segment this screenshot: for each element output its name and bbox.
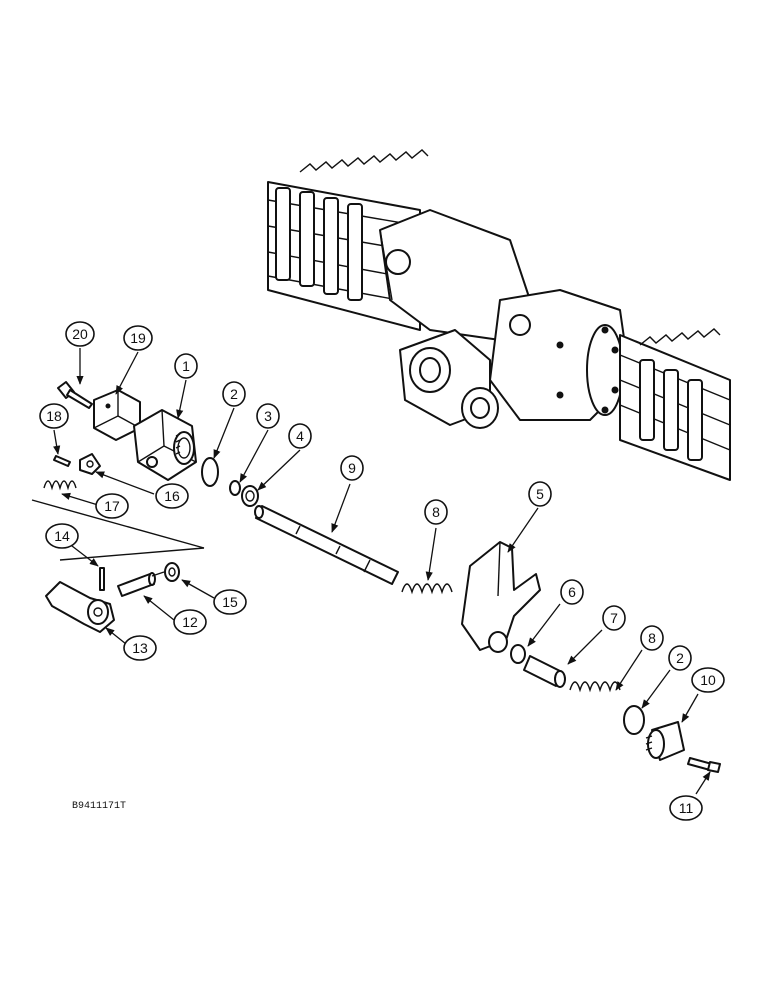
- part-14-pin: [59, 547, 205, 591]
- svg-text:2: 2: [676, 650, 684, 666]
- figure-id: B9411171T: [72, 801, 126, 812]
- callout-9: 9: [340, 455, 364, 481]
- callout-8-upper: 8: [424, 499, 448, 525]
- callout-19: 19: [123, 325, 153, 351]
- svg-text:16: 16: [164, 488, 180, 504]
- svg-text:20: 20: [72, 326, 88, 342]
- callout-11: 11: [669, 795, 703, 821]
- callout-4: 4: [288, 423, 312, 449]
- callout-16: 16: [155, 483, 189, 509]
- callout-2-lower: 2: [668, 645, 692, 671]
- svg-text:14: 14: [54, 528, 70, 544]
- part-8-spring-upper: [401, 583, 453, 595]
- part-18-pin: [53, 455, 71, 467]
- axle-housing-assembly: [267, 149, 731, 481]
- svg-text:5: 5: [536, 486, 544, 502]
- svg-text:17: 17: [104, 498, 120, 514]
- svg-text:3: 3: [264, 408, 272, 424]
- part-12-shaft: [117, 571, 165, 597]
- svg-text:4: 4: [296, 428, 304, 444]
- svg-text:7: 7: [610, 610, 618, 626]
- callout-15: 15: [213, 589, 247, 615]
- callout-12: 12: [173, 609, 207, 635]
- callout-8-lower: 8: [640, 625, 664, 651]
- svg-text:13: 13: [132, 640, 148, 656]
- part-7-sleeve: [523, 655, 566, 688]
- callout-10: 10: [691, 667, 725, 693]
- part-11-screw: [687, 757, 721, 773]
- part-2-o-ring: [201, 457, 219, 487]
- part-16-detent: [79, 453, 101, 475]
- part-10-plug: [645, 721, 685, 761]
- svg-text:15: 15: [222, 594, 238, 610]
- callout-7: 7: [602, 605, 626, 631]
- callout-1: 1: [174, 353, 198, 379]
- part-19-cover-plate: [93, 389, 141, 441]
- svg-text:11: 11: [679, 800, 694, 816]
- svg-text:10: 10: [700, 672, 716, 688]
- callout-2: 2: [222, 381, 246, 407]
- svg-text:6: 6: [568, 584, 576, 600]
- callout-13: 13: [123, 635, 157, 661]
- svg-text:19: 19: [130, 330, 146, 346]
- svg-text:12: 12: [182, 614, 198, 630]
- part-15-washer: [164, 562, 180, 582]
- svg-text:18: 18: [46, 408, 62, 424]
- part-1-housing: [133, 409, 197, 481]
- svg-text:2: 2: [230, 386, 238, 402]
- part-2-o-ring-lower: [623, 705, 645, 735]
- svg-text:9: 9: [348, 460, 356, 476]
- callout-6: 6: [560, 579, 584, 605]
- part-8-spring-lower: [569, 681, 621, 693]
- part-13-lever: [45, 581, 115, 633]
- callout-5: 5: [528, 481, 552, 507]
- svg-text:8: 8: [648, 630, 656, 646]
- part-9-shaft: [254, 505, 399, 585]
- part-5-shift-fork: [461, 541, 541, 653]
- callout-20: 20: [65, 321, 95, 347]
- part-20-bolt: [57, 381, 93, 409]
- part-3-washer: [229, 480, 241, 496]
- svg-text:8: 8: [432, 504, 440, 520]
- svg-text:1: 1: [182, 358, 190, 374]
- callout-14: 14: [45, 523, 79, 549]
- callout-18: 18: [39, 403, 69, 429]
- callout-3: 3: [256, 403, 280, 429]
- leader-lines: [53, 348, 711, 795]
- part-4-bushing: [241, 485, 259, 507]
- part-17-spring: [31, 480, 205, 549]
- part-6-washer: [510, 644, 526, 664]
- callout-17: 17: [95, 493, 129, 519]
